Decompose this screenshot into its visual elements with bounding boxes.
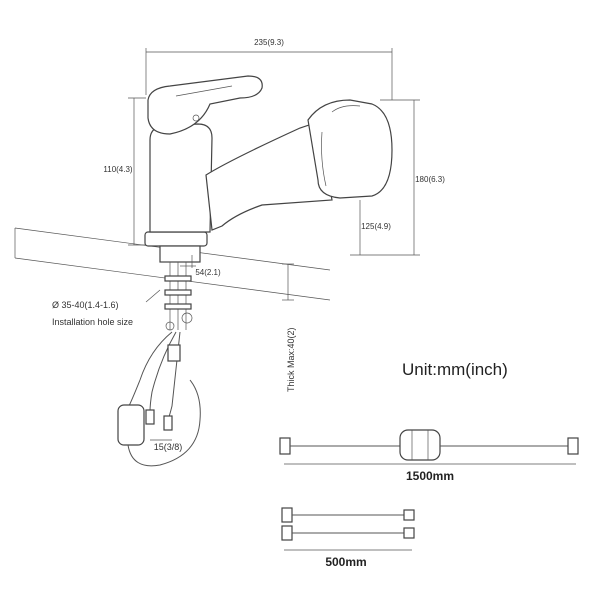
base-offset-label: 54(2.1) xyxy=(195,268,221,277)
thread-dimension: 15(3/8) xyxy=(150,439,183,452)
body-height-label: 110(4.3) xyxy=(103,165,133,174)
spout-height-label: 180(6.3) xyxy=(415,175,445,184)
long-hose-length: 1500mm xyxy=(406,469,454,483)
hole-label: Installation hole size xyxy=(52,317,133,327)
short-hoses: 500mm xyxy=(281,507,415,569)
supply-pipes xyxy=(117,245,201,467)
width-dimension: 235(9.3) xyxy=(145,38,393,100)
thickness-dimension: Thick Max:40(2) xyxy=(282,263,296,392)
spout-height-dimension: 180(6.3) xyxy=(350,99,445,256)
hole-diameter-label: Ø 35-40(1.4-1.6) xyxy=(52,300,119,310)
spout-clearance-dimension: 125(4.9) xyxy=(359,200,391,255)
short-hose-length: 500mm xyxy=(325,555,366,569)
base-offset-dimension: 54(2.1) xyxy=(180,255,221,277)
long-hose: 1500mm xyxy=(279,429,579,483)
thread-label: 15(3/8) xyxy=(154,442,183,452)
faucet-body xyxy=(144,75,393,247)
body-height-dimension: 110(4.3) xyxy=(103,97,146,246)
hole-size-callout: Ø 35-40(1.4-1.6) Installation hole size xyxy=(52,289,161,327)
thickness-label: Thick Max:40(2) xyxy=(286,327,296,392)
spout-clearance-label: 125(4.9) xyxy=(361,222,391,231)
unit-label: Unit:mm(inch) xyxy=(402,360,508,379)
total-width-label: 235(9.3) xyxy=(254,38,284,47)
